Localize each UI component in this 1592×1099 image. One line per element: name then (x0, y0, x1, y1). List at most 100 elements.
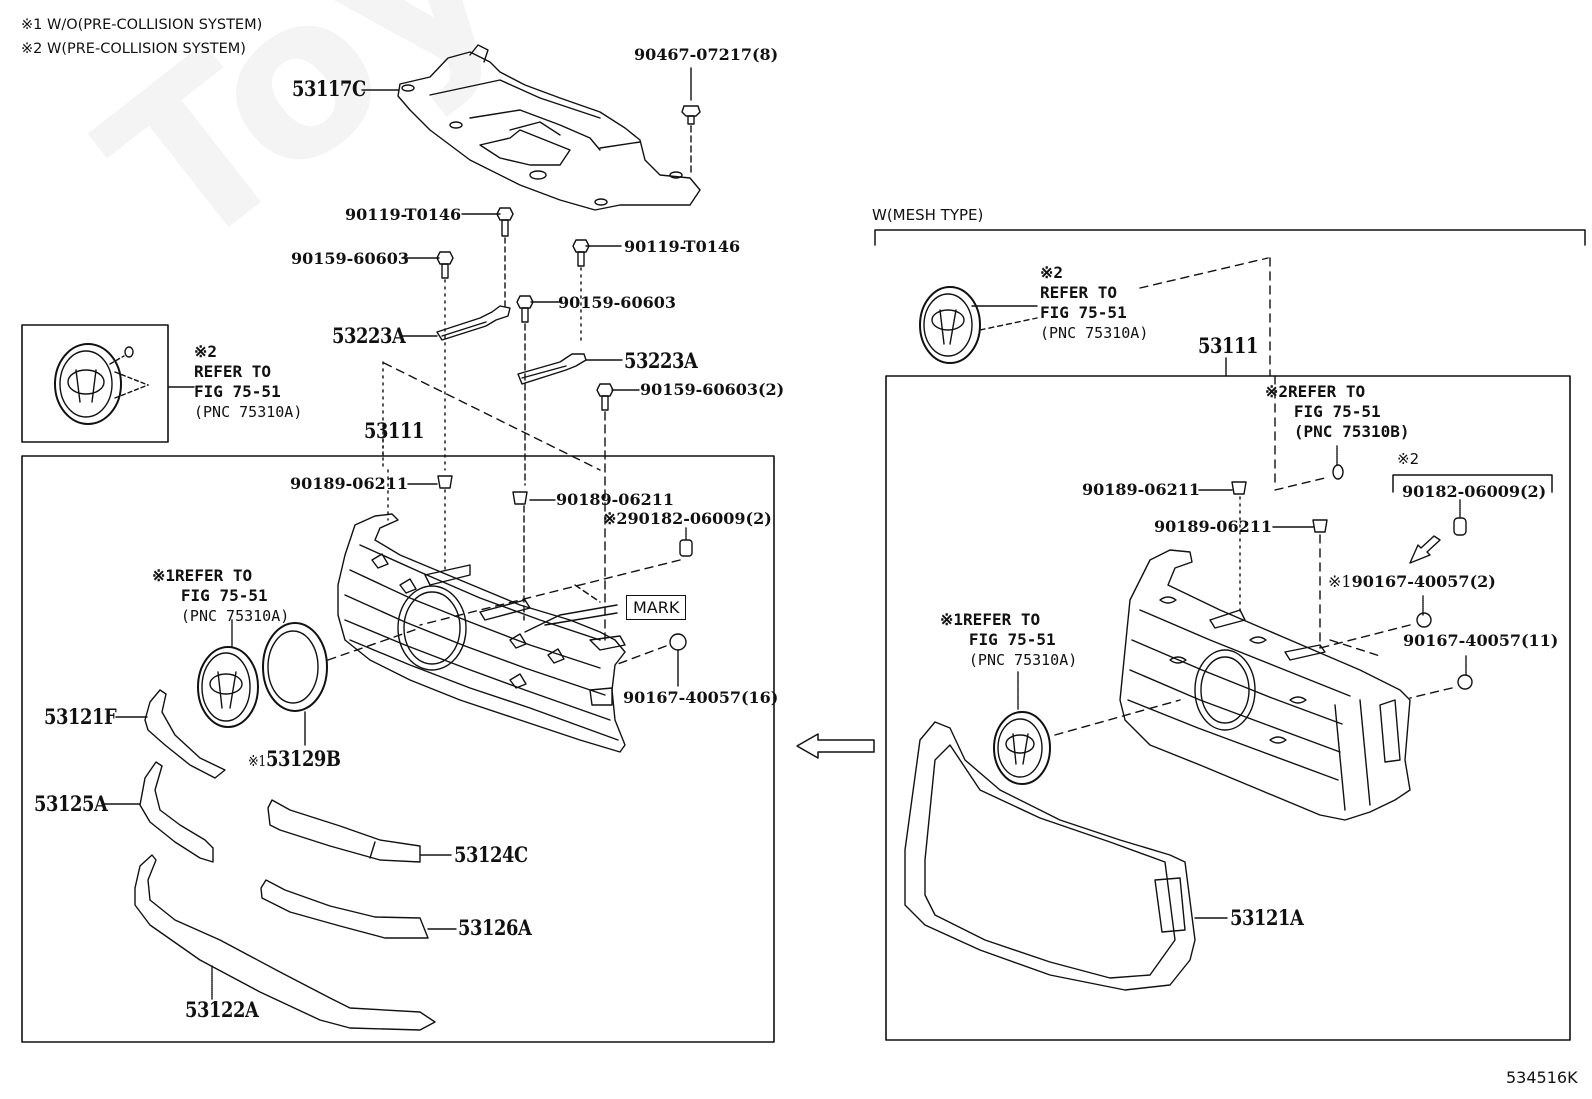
part-90159-60603-right[interactable]: 90159-60603(2) (640, 380, 785, 399)
molding-53124C-drawing (267, 799, 453, 863)
part-53129B[interactable]: ※153129B (248, 748, 341, 769)
ref-line: REFER TO (175, 566, 253, 585)
left-inset-box (21, 324, 169, 443)
note-symbol: ※2 (1265, 382, 1289, 401)
emblem-right-bottom-drawing (993, 671, 1181, 785)
sensor-reference[interactable]: ※2REFER TO FIG 75-51 (PNC 75310B) (1265, 382, 1410, 442)
part-90159-60603-mid[interactable]: 90159-60603 (558, 293, 676, 312)
ref-pnc: (PNC 75310A) (194, 403, 303, 421)
screw-mid-drawing (516, 295, 563, 486)
bolt-right-drawing (572, 239, 623, 346)
mark-callout: MARK (626, 595, 687, 620)
part-53121A[interactable]: 53121A (1230, 905, 1304, 930)
note-symbol: ※1 (940, 610, 964, 629)
part-53223A-left[interactable]: 53223A (332, 323, 406, 348)
footnote-text: W/O(PRE-COLLISION SYSTEM) (46, 17, 263, 33)
clip-left-drawing (387, 469, 453, 571)
part-90119-T0146-right[interactable]: 90119-T0146 (624, 237, 741, 256)
ref-line: FIG 75-51 (194, 382, 281, 401)
grille-53111-drawing (337, 513, 626, 753)
nut-group-bracket (1392, 474, 1553, 493)
part-90467-07217[interactable]: 90467-07217(8) (634, 45, 779, 64)
mesh-type-bracket (874, 229, 1586, 246)
ref-line: FIG 75-51 (968, 630, 1056, 649)
hint-arrow-icon (1409, 535, 1441, 564)
part-90189-06211-left-b[interactable]: 90189-06211 (556, 490, 674, 509)
footnote-symbol: ※1 (21, 17, 43, 33)
part-53122A[interactable]: 53122A (185, 997, 259, 1022)
clip-90467-drawing (681, 67, 701, 173)
clip-lower-right-drawing (1272, 519, 1328, 649)
left-inset-reference[interactable]: ※2 REFER TO FIG 75-51 (PNC 75310A) (194, 342, 302, 422)
part-90182-06009-left[interactable]: ※290182-06009(2) (603, 511, 772, 527)
note-symbol: ※2 (603, 509, 628, 528)
screw-11-drawing (1409, 655, 1473, 699)
part-53125A[interactable]: 53125A (34, 791, 108, 816)
part-90167-40057-11[interactable]: 90167-40057(11) (1403, 631, 1559, 650)
part-53126A[interactable]: 53126A (458, 915, 532, 940)
surround-53121A-drawing (904, 721, 1228, 991)
part-number: 90167-40057(2) (1351, 572, 1496, 591)
ref-line: REFER TO (194, 362, 272, 381)
bracket-right-drawing (517, 353, 623, 385)
part-number: 90182-06009(2) (627, 509, 772, 528)
part-90167-40057-16[interactable]: 90167-40057(16) (623, 688, 779, 707)
molding-53125A-drawing (104, 761, 214, 863)
part-90119-T0146-left[interactable]: 90119-T0146 (345, 205, 462, 224)
left-panel-box (21, 455, 775, 1043)
part-90182-06009-right[interactable]: 90182-06009(2) (1402, 482, 1547, 501)
part-53124C[interactable]: 53124C (454, 842, 528, 867)
emblem-right-top-reference[interactable]: ※2 REFER TO FIG 75-51 (PNC 75310A) (1040, 263, 1148, 343)
ref-line: REFER TO (1288, 382, 1366, 401)
emblem-right-bottom-reference[interactable]: ※1REFER TO FIG 75-51 (PNC 75310A) (940, 610, 1077, 670)
footnote-1: ※1 W/O(PRE-COLLISION SYSTEM) (21, 18, 262, 33)
note-symbol: ※1 (1328, 572, 1352, 591)
assembly-53111-right[interactable]: 53111 (1198, 333, 1258, 358)
screw-16-drawing (614, 633, 687, 687)
part-90189-06211-right-b[interactable]: 90189-06211 (1154, 517, 1272, 536)
ref-line: REFER TO (963, 610, 1041, 629)
part-53117C[interactable]: 53117C (292, 76, 366, 101)
emblem-right-top-drawing (919, 257, 1271, 376)
part-90159-60603-left[interactable]: 90159-60603 (291, 249, 409, 268)
ref-line: (PNC 75310B) (1293, 422, 1410, 441)
grille-mesh-53111-drawing (1119, 549, 1411, 821)
part-53223A-right[interactable]: 53223A (624, 348, 698, 373)
mesh-type-title: W(MESH TYPE) (872, 206, 984, 224)
bolt-left-drawing (461, 207, 514, 311)
footnote-symbol: ※2 (21, 41, 43, 57)
right-panel-box (885, 375, 1571, 1041)
screw-right-drawing (596, 383, 641, 641)
note-symbol: ※1 (152, 566, 176, 585)
ref-line: FIG 75-51 (180, 586, 268, 605)
part-90189-06211-left-a[interactable]: 90189-06211 (290, 474, 408, 493)
molding-53126A-drawing (260, 879, 457, 939)
figure-id: 534516K (1506, 1068, 1578, 1087)
ref-pnc: (PNC 75310A) (1040, 324, 1149, 342)
part-90167-40057-2[interactable]: ※190167-40057(2) (1328, 574, 1496, 590)
ref-line: FIG 75-51 (1040, 303, 1127, 322)
mark-leader (524, 604, 618, 633)
assembly-53111-left[interactable]: 53111 (364, 418, 424, 443)
ref-line: FIG 75-51 (1293, 402, 1381, 421)
emblem-inset-drawing (54, 343, 149, 425)
part-90189-06211-right-a[interactable]: 90189-06211 (1082, 480, 1200, 499)
ref-pnc: (PNC 75310A) (968, 651, 1078, 669)
screw-2-drawing (1319, 595, 1432, 657)
direction-arrow-icon (796, 733, 875, 759)
emblem-left-reference[interactable]: ※1REFER TO FIG 75-51 (PNC 75310A) (152, 566, 289, 626)
radiator-cover-53117C-drawing (397, 44, 701, 211)
lower-molding-53122A-drawing (134, 854, 436, 1031)
nut-right-drawing (1453, 499, 1467, 536)
screw-left-drawing (401, 251, 454, 471)
part-53121F[interactable]: 53121F (44, 704, 117, 729)
clip-right-drawing (512, 491, 557, 621)
emblem-ring-53129B-drawing (262, 622, 421, 746)
note-symbol: ※1 (248, 752, 266, 770)
clip-upper-right-drawing (1198, 481, 1247, 613)
note-symbol: ※2 (194, 342, 218, 361)
nut-left-drawing (419, 527, 693, 626)
nut-group-note: ※2 (1397, 450, 1420, 468)
